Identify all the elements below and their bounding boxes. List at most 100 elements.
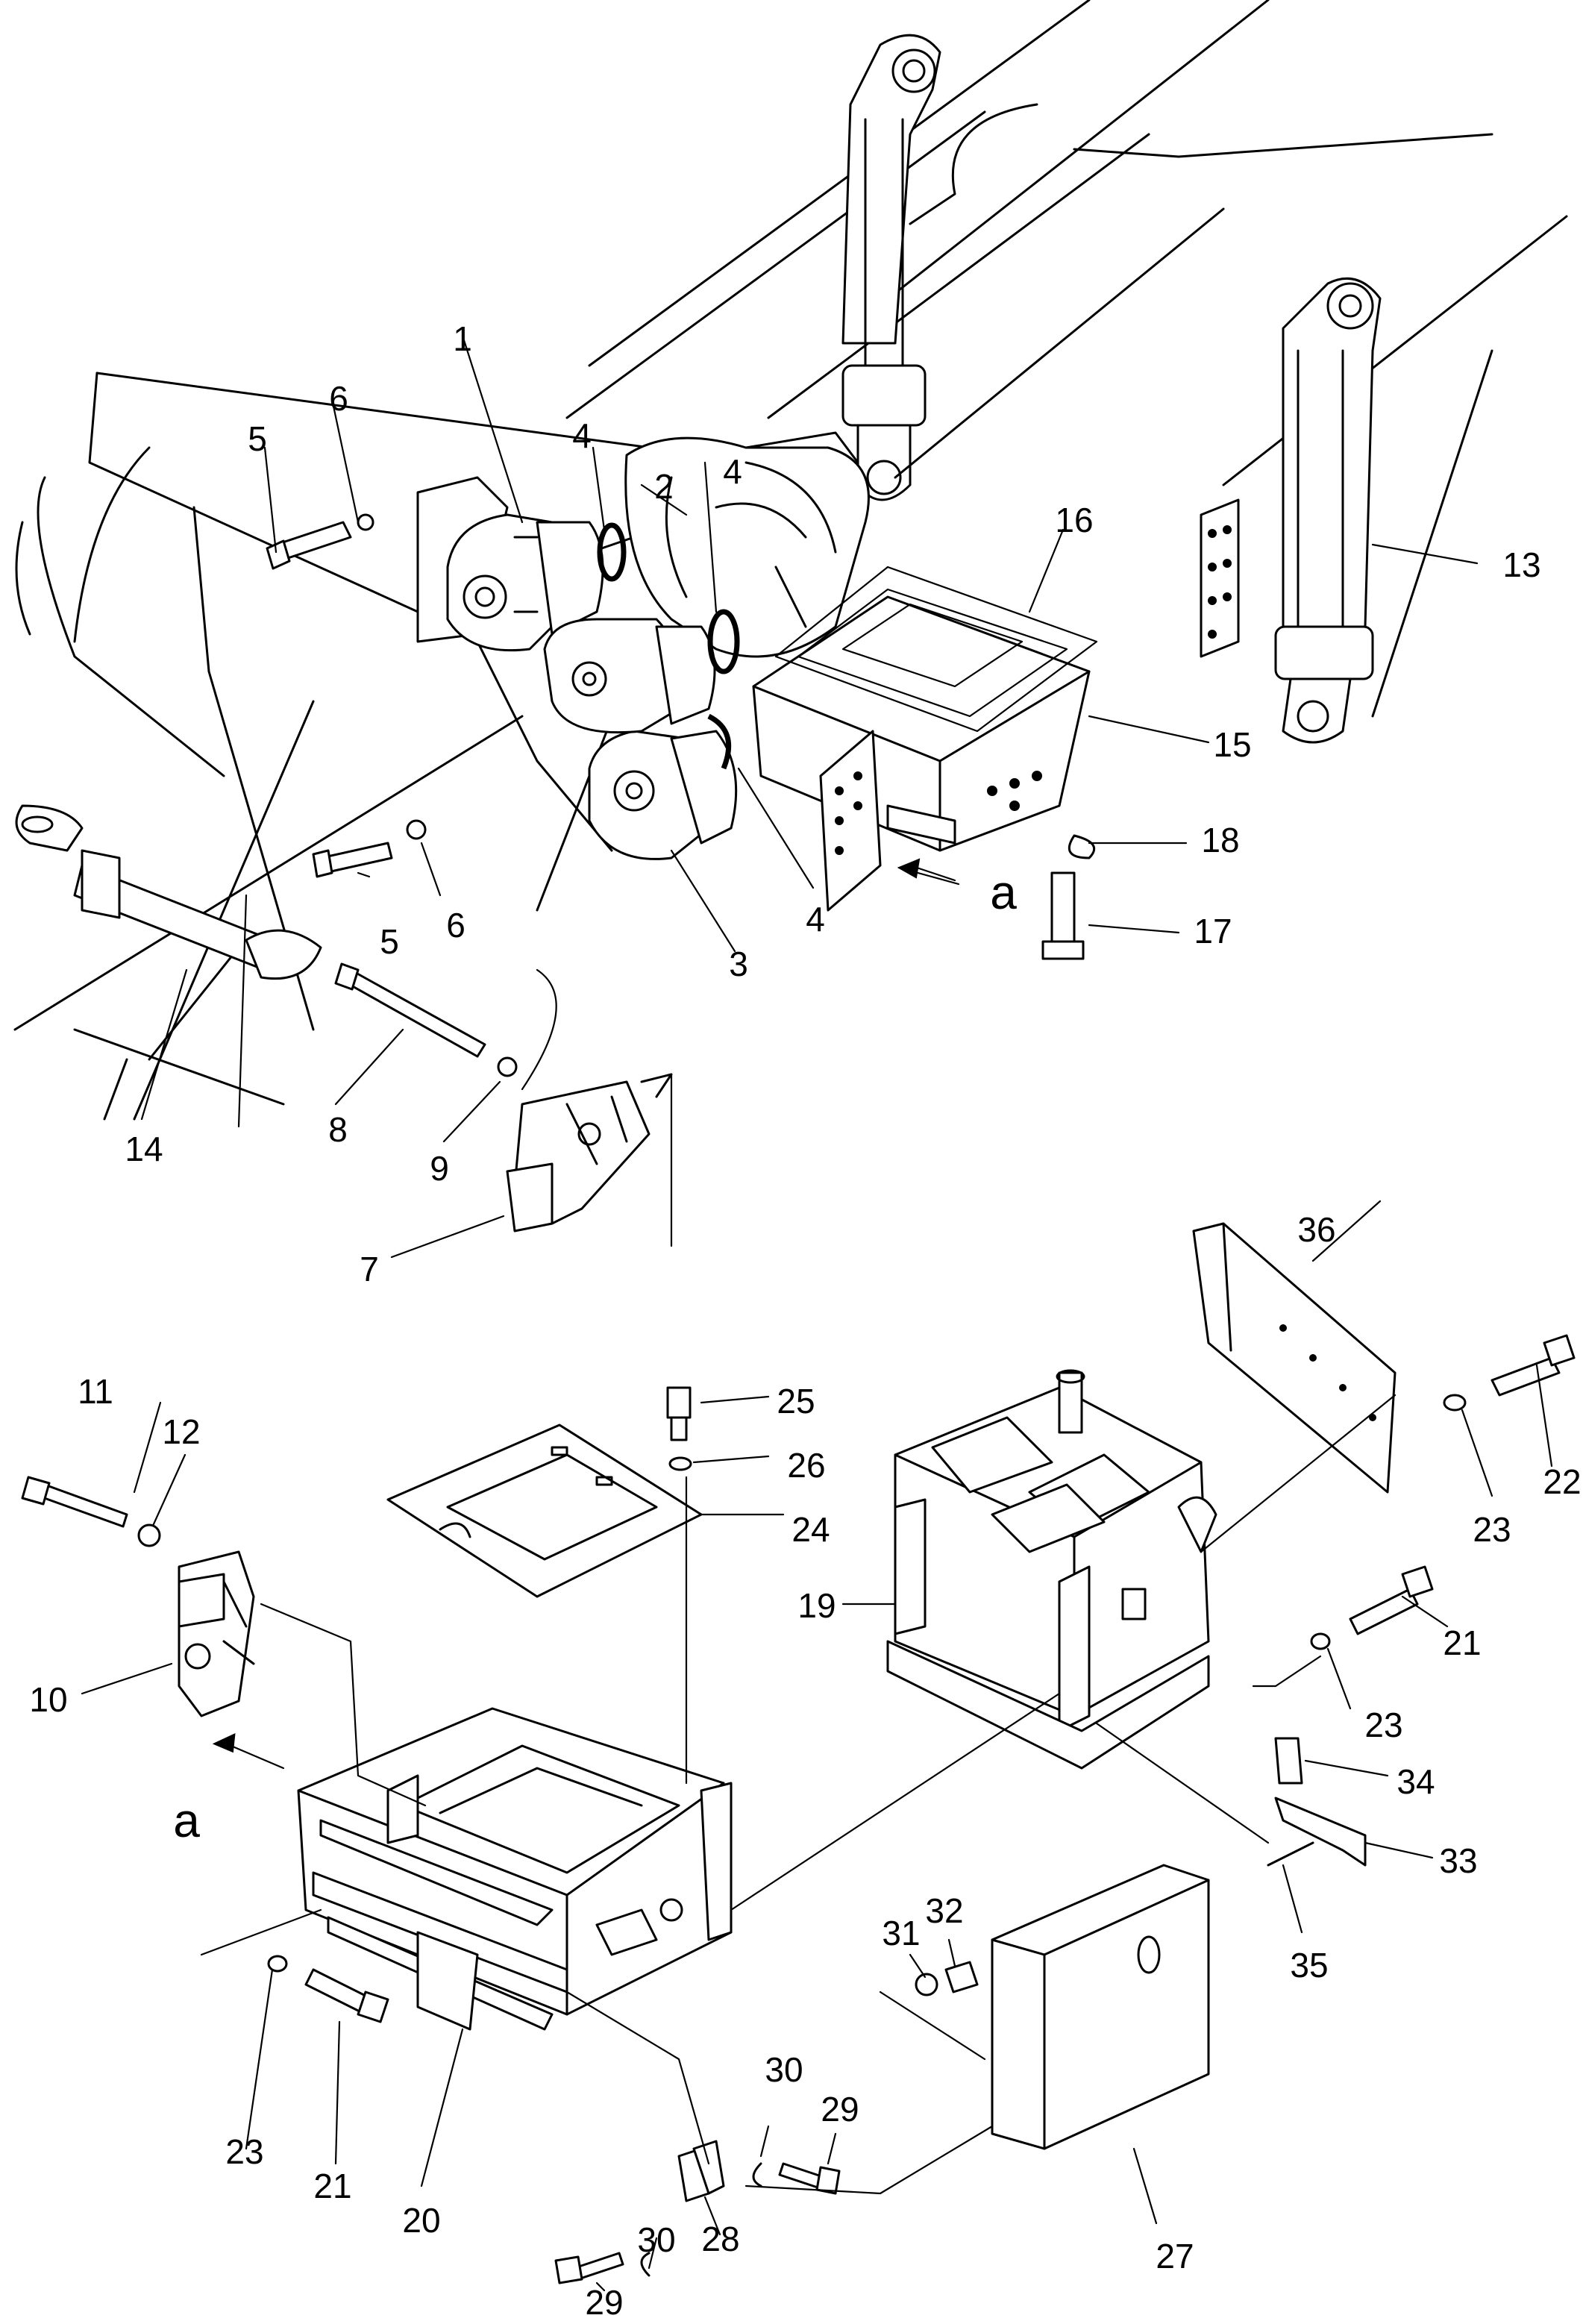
callout-18: 18 [1201, 821, 1239, 859]
bolt-5-lower [312, 842, 393, 878]
valve-7 [506, 1073, 673, 1233]
bolt-29-left [554, 2252, 624, 2284]
callout-36: 36 [1297, 1210, 1335, 1249]
pin-34 [1274, 1737, 1303, 1785]
view-arrow-lower-shaft [226, 1743, 285, 1770]
callout-8: 8 [328, 1110, 348, 1149]
callout-29-left: 29 [585, 2283, 623, 2320]
callout-4-lower: 4 [806, 900, 825, 939]
valve-10 [178, 1550, 255, 1717]
callout-30-left: 30 [637, 2220, 675, 2259]
view-arrow-lower [212, 1732, 236, 1753]
washer-26 [668, 1456, 692, 1471]
hydraulic-pump-3 [588, 730, 738, 860]
callout-21-left: 21 [313, 2167, 351, 2205]
callout-6-upper: 6 [329, 379, 348, 418]
callout-2: 2 [654, 467, 674, 506]
bolt-25 [666, 1386, 692, 1441]
callout-35: 35 [1290, 1946, 1328, 1985]
clip-30-left [640, 2252, 651, 2277]
bolt-22 [1490, 1334, 1576, 1397]
callout-34: 34 [1397, 1762, 1435, 1801]
bolt-11 [21, 1476, 128, 1528]
callout-9: 9 [430, 1149, 449, 1188]
callout-26: 26 [787, 1446, 825, 1485]
callout-25: 25 [777, 1382, 815, 1421]
washer-23-upper [1443, 1394, 1467, 1412]
floor-plate-24 [386, 1423, 703, 1598]
callout-32: 32 [925, 1891, 963, 1930]
hydraulic-pump-middle [543, 618, 716, 734]
callout-31: 31 [882, 1914, 920, 1952]
callout-1: 1 [453, 319, 472, 358]
callout-23-upper: 23 [1473, 1510, 1511, 1549]
o-ring-lower [707, 713, 732, 770]
callout-23-middle: 23 [1364, 1706, 1402, 1744]
washer-6-lower [406, 819, 427, 840]
washer-9 [497, 1056, 518, 1077]
callout-28: 28 [701, 2220, 739, 2258]
callout-24: 24 [792, 1510, 830, 1549]
callout-5-upper: 5 [248, 419, 267, 458]
o-ring-upper [597, 522, 627, 582]
bolt-17 [1041, 871, 1085, 960]
view-label-a-lower: a [173, 1794, 200, 1847]
transmission-housing [624, 431, 870, 658]
gear-case-gasket [774, 566, 1098, 733]
callout-4-middle: 4 [723, 452, 742, 491]
view-arrow-upper [897, 858, 921, 879]
callout-10: 10 [29, 1680, 67, 1719]
callout-14: 14 [125, 1130, 163, 1168]
washer-31 [915, 1973, 938, 1996]
washer-6-upper [357, 513, 374, 531]
callout-15: 15 [1213, 725, 1251, 764]
washer-18 [1068, 834, 1096, 859]
callout-16: 16 [1055, 501, 1093, 539]
washer-23-lower [267, 1955, 288, 1973]
hydraulic-cylinder-right [1274, 277, 1382, 744]
callout-27: 27 [1156, 2237, 1194, 2276]
leader-lines [81, 334, 1553, 2292]
bolt-21-left [304, 1968, 389, 2023]
callout-23-lower: 23 [225, 2132, 263, 2171]
callout-3: 3 [729, 945, 748, 983]
callout-6-lower: 6 [446, 906, 466, 945]
cover-plate-36 [1192, 1222, 1397, 1494]
side-cover-27 [991, 1864, 1210, 2150]
pin-35 [1267, 1841, 1314, 1867]
callout-29-right: 29 [821, 2090, 859, 2129]
steering-rod [15, 804, 322, 980]
mounting-bracket-upper [819, 730, 956, 912]
washer-23-middle [1310, 1632, 1331, 1650]
frame-outline [13, 0, 1568, 1121]
hydraulic-pump-1 [416, 476, 604, 652]
callout-19: 19 [797, 1586, 836, 1625]
nut-32 [944, 1961, 979, 1993]
callout-7: 7 [360, 1250, 379, 1288]
handle-33 [1274, 1797, 1367, 1867]
callout-13: 13 [1502, 545, 1540, 584]
mounting-plate-upper [1200, 498, 1240, 658]
callout-17: 17 [1194, 912, 1232, 950]
view-label-a-upper: a [990, 865, 1017, 919]
clip-30-right [752, 2162, 762, 2187]
callout-5-lower: 5 [380, 922, 399, 961]
washer-12 [137, 1523, 161, 1547]
callout-33: 33 [1439, 1841, 1477, 1880]
frame-box-20 [297, 1707, 733, 2031]
callout-30-right: 30 [765, 2050, 803, 2089]
tank-19 [886, 1369, 1217, 1770]
callout-22: 22 [1543, 1462, 1581, 1501]
bolt-8 [334, 962, 486, 1058]
callout-21-right: 21 [1443, 1623, 1481, 1662]
callout-4-upper: 4 [572, 416, 592, 455]
bolt-5-upper [266, 521, 352, 570]
callout-20: 20 [402, 2201, 440, 2240]
bolt-21-right [1349, 1565, 1434, 1635]
callout-12: 12 [162, 1412, 200, 1451]
bracket-28 [677, 2140, 725, 2202]
o-ring-middle [707, 609, 740, 674]
callout-11: 11 [78, 1372, 113, 1411]
hydraulic-cylinder-left [841, 34, 941, 501]
